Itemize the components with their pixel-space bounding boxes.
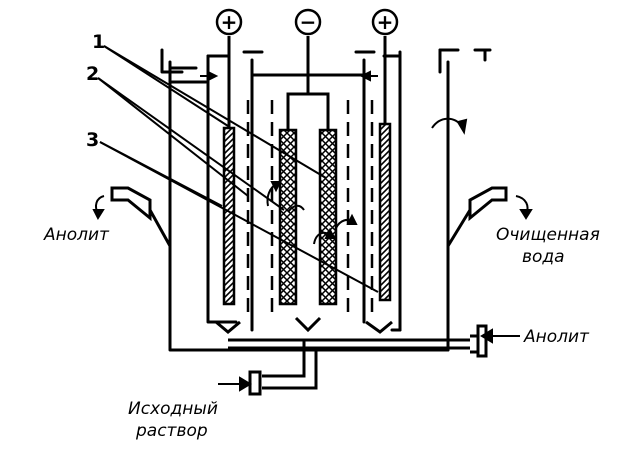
- terminal-right-sign: +: [377, 10, 394, 34]
- anolyte-right-label: Анолит: [523, 327, 590, 347]
- leader-2b: [97, 77, 285, 211]
- right-anode: [378, 122, 392, 302]
- arrow-inner-3-head: [346, 213, 358, 225]
- arrow-source-head: [239, 376, 252, 392]
- bottom-outlet-center: [294, 316, 322, 333]
- arrow-inner-4: [287, 204, 305, 213]
- source-solution-label-2: раствор: [135, 421, 208, 441]
- feed-pipe-2: [262, 348, 318, 390]
- arrow-overflow-head: [456, 118, 468, 135]
- arrow-inner-2-head: [324, 227, 336, 239]
- terminal-center: [294, 8, 322, 36]
- anolyte-right-nozzle: [476, 324, 488, 358]
- terminal-center-sign: −: [300, 10, 317, 34]
- cathode-right: [318, 128, 338, 306]
- leader-3b: [99, 141, 379, 293]
- purified-water-label-1: Очищенная: [496, 225, 600, 245]
- cathode-bus: [286, 92, 330, 130]
- leader-2a: [97, 77, 249, 197]
- arrow-anolyte-left-head: [92, 209, 105, 221]
- source-solution-label-1: Исходный: [128, 399, 218, 419]
- label-number-1: 1: [92, 31, 105, 53]
- terminal-right: [371, 8, 399, 36]
- source-nozzle: [248, 370, 262, 396]
- left-compartment-wall: [206, 54, 238, 324]
- outer-vessel-left-rim: [160, 48, 184, 74]
- label-number-3: 3: [86, 129, 99, 151]
- purified-water-label-2: вода: [522, 247, 565, 267]
- arrow-right-top-head: [359, 70, 371, 82]
- terminal-left: [215, 8, 243, 36]
- arrow-water-right-head: [519, 209, 533, 220]
- arrow-anolyte-right-head: [480, 328, 493, 344]
- anolyte-left-label: Анолит: [43, 225, 110, 245]
- leader-1b: [103, 45, 327, 179]
- anolyte-left-nozzle: [110, 186, 152, 222]
- bottom-outlet-left: [215, 320, 241, 334]
- bottom-outlet-right: [365, 320, 393, 334]
- feed-pipe: [262, 340, 306, 378]
- label-number-2: 2: [86, 63, 99, 85]
- left-nozzle-link: [148, 209, 172, 247]
- outer-vessel-left-wall: [168, 60, 450, 352]
- right-nozzle-link: [446, 209, 472, 247]
- terminal-left-sign: +: [221, 10, 238, 34]
- purified-water-nozzle: [468, 186, 508, 222]
- arrow-left-top-head: [207, 70, 219, 82]
- left-anode: [222, 126, 236, 306]
- arrow-inner-1-head: [270, 181, 282, 193]
